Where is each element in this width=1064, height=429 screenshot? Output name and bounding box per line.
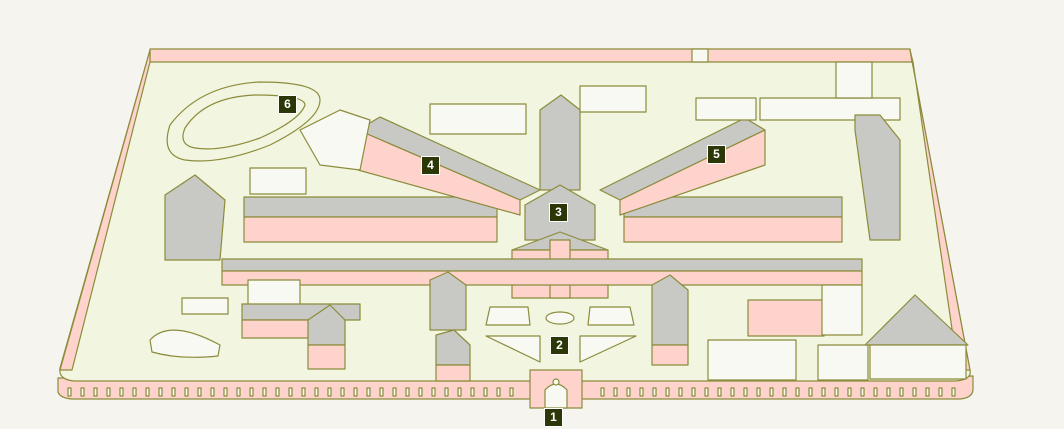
- wall-window: [327, 387, 332, 397]
- wall-window: [314, 387, 319, 397]
- wall-windows: [67, 387, 956, 397]
- wall-window: [743, 387, 748, 397]
- map-marker-2[interactable]: 2: [550, 336, 569, 355]
- wall-window: [236, 387, 241, 397]
- outer-wall-left: [59, 49, 151, 371]
- wall-window: [912, 387, 917, 397]
- wall-window: [418, 387, 423, 397]
- wall-window: [275, 387, 280, 397]
- wall-window: [379, 387, 384, 397]
- front-corridor: [221, 258, 863, 272]
- wall-window: [730, 387, 735, 397]
- map-marker-5[interactable]: 5: [707, 145, 726, 164]
- wall-window: [509, 387, 514, 397]
- wall-window: [93, 387, 98, 397]
- west-cell-block: [243, 196, 498, 243]
- wall-window: [431, 387, 436, 397]
- wall-window: [301, 387, 306, 397]
- wall-gate-top: [691, 48, 709, 63]
- wall-window: [470, 387, 475, 397]
- wall-window: [457, 387, 462, 397]
- wall-window: [262, 387, 267, 397]
- wall-window: [366, 387, 371, 397]
- wall-window: [678, 387, 683, 397]
- wall-window: [639, 387, 644, 397]
- wall-window: [145, 387, 150, 397]
- wall-window: [249, 387, 254, 397]
- wall-window: [860, 387, 865, 397]
- east-cell-block: [623, 196, 843, 243]
- wall-window: [808, 387, 813, 397]
- map-marker-6[interactable]: 6: [278, 95, 297, 114]
- wall-window: [340, 387, 345, 397]
- main-gate: [529, 369, 583, 409]
- map-marker-4[interactable]: 4: [421, 156, 440, 175]
- wall-window: [873, 387, 878, 397]
- wall-window: [665, 387, 670, 397]
- wall-window: [106, 387, 111, 397]
- wall-window: [704, 387, 709, 397]
- wall-window: [691, 387, 696, 397]
- wall-window: [223, 387, 228, 397]
- wall-window: [132, 387, 137, 397]
- wall-window: [899, 387, 904, 397]
- wing-5: [599, 117, 766, 216]
- wall-window: [847, 387, 852, 397]
- wall-window: [834, 387, 839, 397]
- wall-window: [951, 387, 956, 397]
- wall-window: [197, 387, 202, 397]
- front-plaza: [485, 306, 637, 363]
- wall-window: [652, 387, 657, 397]
- track-inner: [182, 94, 306, 150]
- wall-window: [158, 387, 163, 397]
- wall-window: [496, 387, 501, 397]
- wall-window: [925, 387, 930, 397]
- wing-north: [539, 94, 581, 191]
- wall-window: [210, 387, 215, 397]
- wall-window: [886, 387, 891, 397]
- wall-window: [938, 387, 943, 397]
- map-marker-3[interactable]: 3: [549, 203, 568, 222]
- wall-window: [795, 387, 800, 397]
- wall-window: [80, 387, 85, 397]
- wall-window: [821, 387, 826, 397]
- wall-window: [288, 387, 293, 397]
- wall-window: [392, 387, 397, 397]
- wall-window: [405, 387, 410, 397]
- wall-window: [483, 387, 488, 397]
- wall-window: [769, 387, 774, 397]
- wall-window: [717, 387, 722, 397]
- wall-window: [756, 387, 761, 397]
- wall-window: [600, 387, 605, 397]
- misc-buildings: [149, 61, 969, 382]
- wall-window: [613, 387, 618, 397]
- front-corridor-wall: [221, 270, 863, 286]
- wall-window: [171, 387, 176, 397]
- outer-wall-top: [149, 48, 913, 63]
- wall-window: [119, 387, 124, 397]
- wall-window: [782, 387, 787, 397]
- map-marker-1[interactable]: 1: [544, 408, 563, 427]
- wall-window: [67, 387, 72, 397]
- wall-window: [444, 387, 449, 397]
- wall-window: [184, 387, 189, 397]
- wall-window: [353, 387, 358, 397]
- wall-window: [626, 387, 631, 397]
